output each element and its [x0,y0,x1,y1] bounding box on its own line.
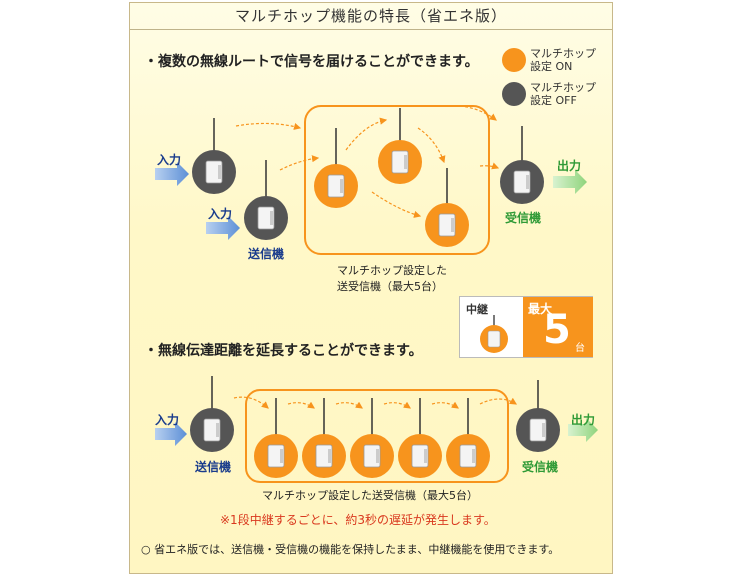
output-arrow-1 [553,170,587,194]
relay-max-label: 最大 [528,302,553,316]
transmitter-device-3 [190,376,234,452]
input-label-3: 入力 [155,413,180,427]
page-title: マルチホップ機能の特長（省エネ版） [234,7,507,25]
relay-max-badge: 最大 5 台 [523,297,593,357]
input-arrow-2 [206,216,240,240]
receiver-label-2: 受信機 [522,460,559,474]
legend-on-label-2: 設定 ON [530,60,573,73]
delay-warning: ※1段中継するごとに、約3秒の遅延が発生します。 [220,513,496,527]
input-label-2: 入力 [208,207,233,221]
signal-paths-2 [233,396,518,409]
feature-panel: マルチホップ機能の特長（省エネ版） [129,2,613,574]
signal-paths-1 [235,105,500,218]
legend-off-dot [502,82,526,106]
receiver-device [500,126,544,204]
transmitter-label-1: 送信機 [248,247,285,261]
relay-max-box: 中継 最大 5 台 [459,296,593,358]
title-divider [130,29,612,30]
legend-off-label-1: マルチホップ [530,81,596,94]
relay-device-c [425,168,469,247]
legend-off-label-2: 設定 OFF [530,94,577,107]
input-label-1: 入力 [157,153,182,167]
input-arrow-1 [155,162,189,186]
bullet-extend-distance: ・無線伝達距離を延長することができます。 [144,343,423,359]
relay-chain [254,398,490,478]
relay-max-unit: 台 [575,343,585,354]
relay-device-b [378,108,422,184]
multihop-group-box-2 [245,389,509,483]
legend-on-label-1: マルチホップ [530,47,596,60]
relay-max-number: 5 [543,307,571,353]
legend-on-dot [502,48,526,72]
output-label-1: 出力 [557,159,582,173]
relay-device-a [314,128,358,208]
transmitter-label-2: 送信機 [195,460,232,474]
group-caption-line2: 送受信機（最大5台） [337,280,443,293]
multihop-group-box [304,105,490,255]
transmitter-device-2 [244,160,288,240]
output-arrow-2 [568,418,598,442]
footnote: ○ 省エネ版では、送信機・受信機の機能を保持したまま、中継機能を使用できます。 [141,543,560,556]
relay-icon [480,315,508,353]
bullet-multiple-routes: ・複数の無線ルートで信号を届けることができます。 [144,54,479,70]
input-arrow-3 [155,422,187,446]
transmitter-device-1 [192,118,236,194]
group-caption-line1: マルチホップ設定した [337,264,447,277]
relay-label: 中継 [466,303,488,316]
receiver-device-2 [516,380,560,452]
receiver-label-1: 受信機 [505,211,542,225]
group-caption-2: マルチホップ設定した送受信機（最大5台） [262,489,478,502]
output-label-2: 出力 [571,413,596,427]
